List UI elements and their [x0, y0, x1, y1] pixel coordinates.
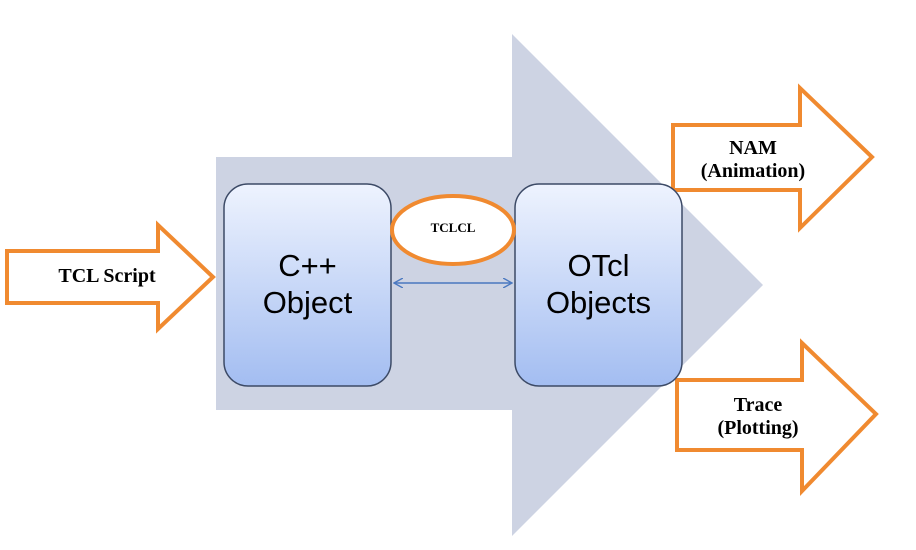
trace-label-line2: (Plotting) [717, 417, 799, 439]
output-arrow-trace [675, 338, 879, 496]
nam-label-line2: (Animation) [700, 160, 806, 182]
output-arrow-nam [671, 83, 875, 233]
otcl-objects-box [514, 183, 683, 387]
nam-label: NAM (Animation) [673, 137, 833, 183]
trace-label-line1: Trace [733, 394, 783, 416]
nam-label-line1: NAM [729, 137, 777, 159]
cpp-object-label-line1: C++ [278, 248, 337, 283]
tclcl-ellipse [390, 194, 516, 266]
input-arrow-label: TCL Script [58, 265, 156, 287]
tclcl-label: TCLCL [430, 220, 476, 235]
input-arrow [5, 220, 216, 334]
cpp-object-box [223, 183, 392, 387]
trace-label: Trace (Plotting) [677, 394, 839, 440]
otcl-objects-label-line1: OTcl [567, 248, 630, 283]
cpp-object-label-line2: Object [262, 284, 353, 320]
otcl-objects-label-line2: Objects [545, 284, 652, 320]
otcl-objects-label: OTcl Objects [515, 248, 682, 321]
cpp-object-label: C++ Object [224, 248, 391, 321]
